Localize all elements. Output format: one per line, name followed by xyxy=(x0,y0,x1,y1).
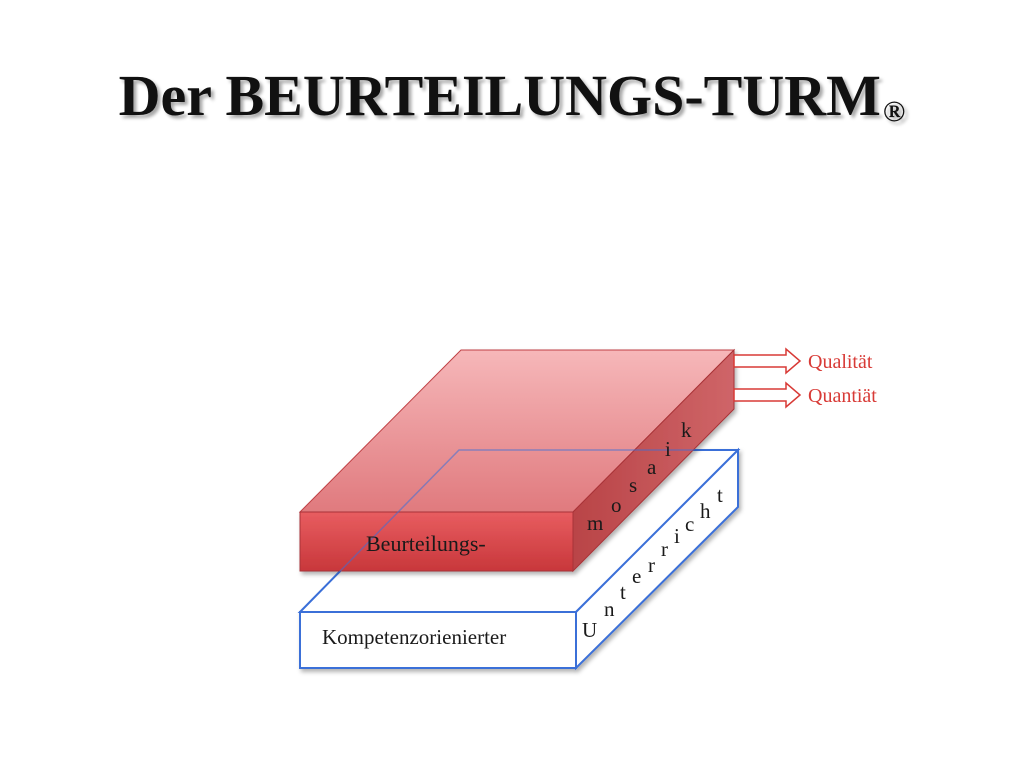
arrow-right-icon xyxy=(733,347,802,375)
registered-mark: ® xyxy=(882,95,906,128)
bottom-block-front-face xyxy=(299,611,577,669)
side-letter: i xyxy=(674,524,680,548)
side-letter: m xyxy=(587,511,603,535)
output-arrow-quality: Qualität xyxy=(733,347,873,375)
bottom-block-hidden-edge xyxy=(299,449,738,613)
bottom-block-side-word: U n t e r r i c h t xyxy=(582,483,723,642)
output-label-quantity: Quantiät xyxy=(808,385,877,407)
side-letter: U xyxy=(582,618,597,642)
top-block-side-word: m o s a i k xyxy=(587,418,692,535)
arrow-right-icon xyxy=(733,381,802,409)
output-label-quality: Qualität xyxy=(808,351,873,373)
side-letter: e xyxy=(632,564,641,588)
side-letter: k xyxy=(681,418,692,442)
output-arrow-quantity: Quantiät xyxy=(733,381,877,409)
side-letter: r xyxy=(648,553,655,577)
side-letter: o xyxy=(611,493,622,517)
top-block xyxy=(298,348,736,573)
side-letter: c xyxy=(685,512,694,536)
slide-title: Der BEURTEILUNGS-TURM® xyxy=(0,62,1024,129)
side-letter: a xyxy=(647,455,657,479)
side-letter: t xyxy=(717,483,723,507)
slide-title-text: Der BEURTEILUNGS-TURM xyxy=(118,63,881,128)
side-letter: h xyxy=(700,499,711,523)
bottom-block-front-label: Kompetenzorienierter xyxy=(322,625,506,649)
side-letter: n xyxy=(604,597,615,621)
top-block-front-face xyxy=(299,511,574,572)
side-letter: r xyxy=(661,537,668,561)
side-letter: t xyxy=(620,580,626,604)
side-letter: i xyxy=(665,437,671,461)
side-letter: s xyxy=(629,473,637,497)
top-block-front-label: Beurteilungs- xyxy=(366,531,486,556)
